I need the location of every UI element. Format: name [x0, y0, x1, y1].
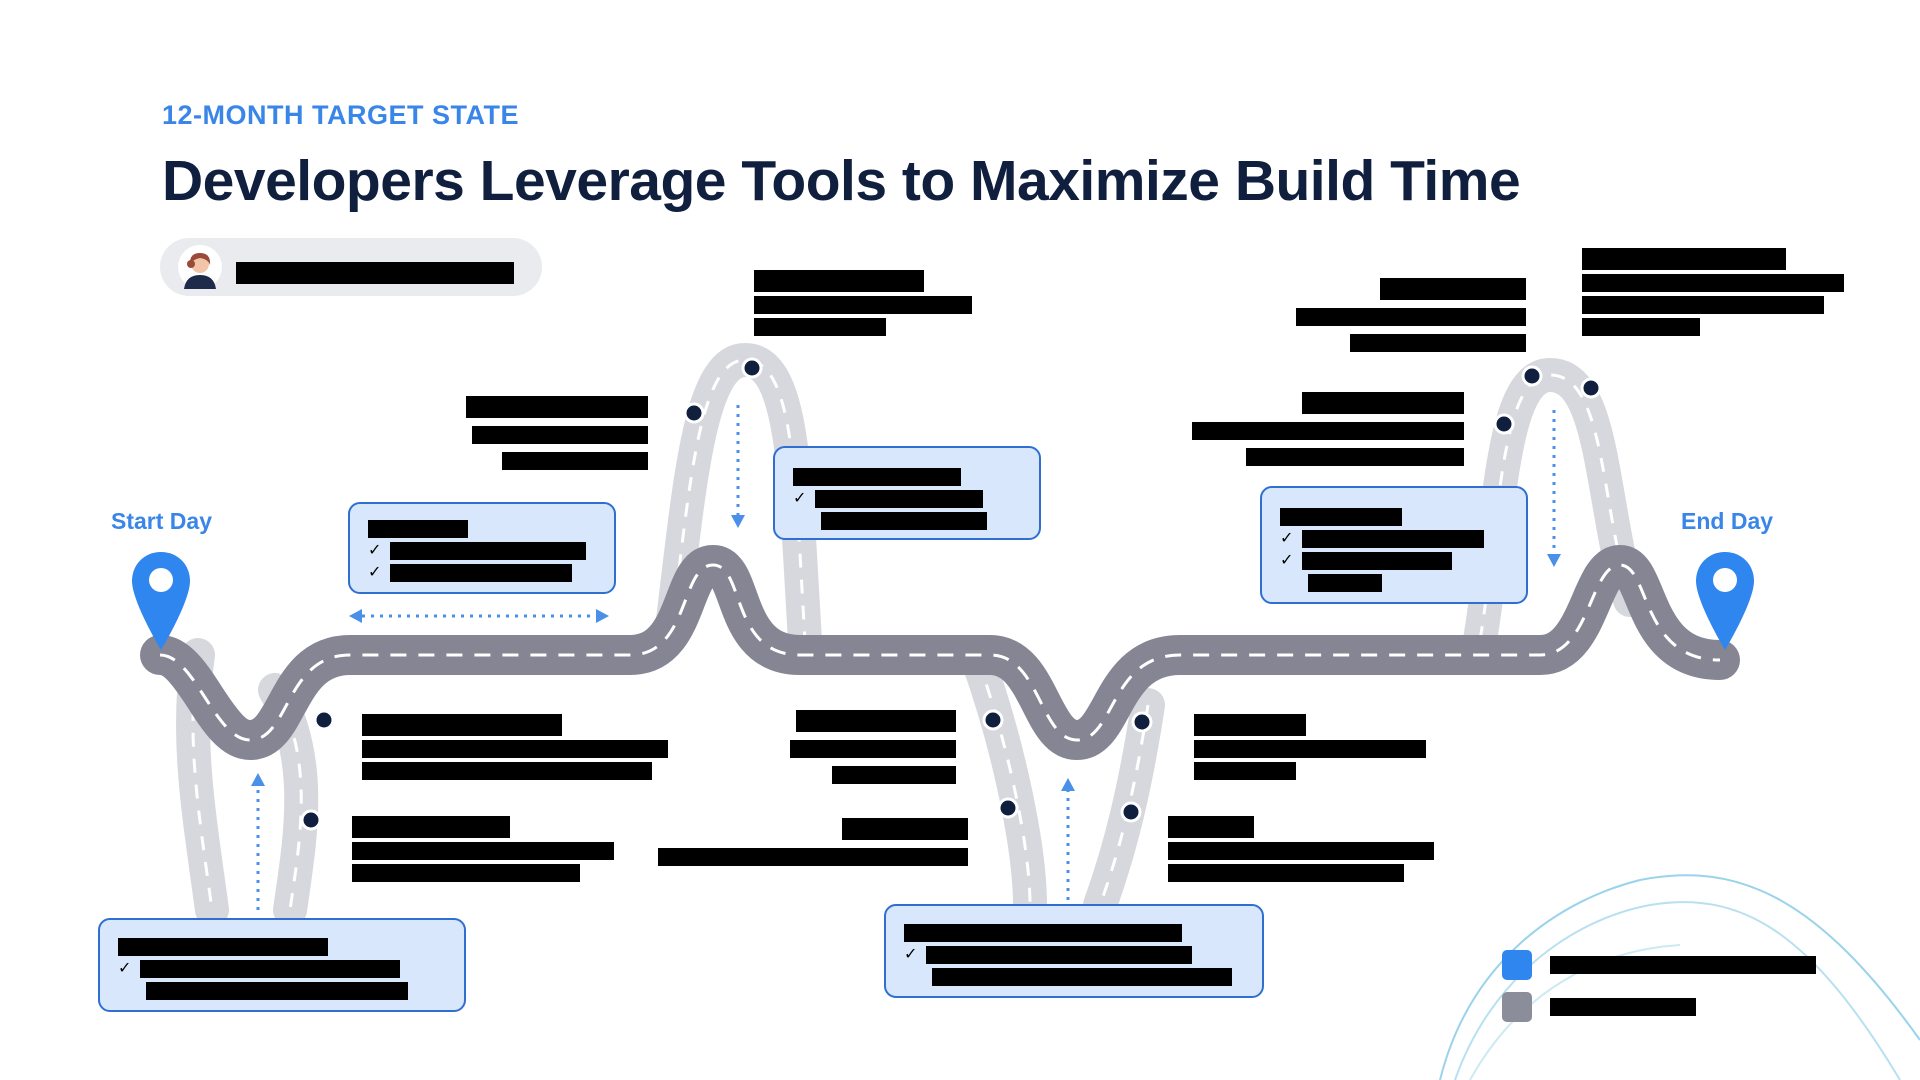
- legend-item-highlighted: [1502, 950, 1816, 980]
- legend-swatch-blue: [1502, 950, 1532, 980]
- callout-box: ✓: [884, 904, 1264, 998]
- check-icon: ✓: [368, 565, 390, 581]
- milestone-label-redacted: [1168, 812, 1434, 886]
- milestone-label-redacted: [658, 814, 968, 870]
- milestone-label-redacted: [754, 266, 972, 340]
- milestone-label-redacted: [462, 392, 648, 474]
- check-icon: ✓: [793, 491, 815, 507]
- check-icon: ✓: [118, 961, 140, 977]
- check-icon: ✓: [1280, 553, 1302, 569]
- callout-box: ✓ ✓: [1260, 486, 1528, 604]
- end-pin-icon: [1694, 550, 1756, 652]
- milestone-label-redacted: [1194, 710, 1426, 784]
- legend-item-baseline: [1502, 992, 1696, 1022]
- legend-swatch-gray: [1502, 992, 1532, 1022]
- callout-box: ✓: [98, 918, 466, 1012]
- start-pin-icon: [130, 550, 192, 652]
- milestone-label-redacted: [1192, 388, 1464, 470]
- start-day-label: Start Day: [111, 508, 212, 535]
- milestone-label-redacted: [790, 706, 956, 788]
- end-day-label: End Day: [1681, 508, 1773, 535]
- check-icon: ✓: [1280, 531, 1302, 547]
- milestone-label-redacted: [362, 710, 668, 784]
- callout-box: ✓ ✓: [348, 502, 616, 594]
- milestone-label-redacted: [352, 812, 614, 886]
- milestone-label-redacted: [1298, 274, 1526, 356]
- milestone-label-redacted: [1582, 244, 1844, 340]
- check-icon: ✓: [904, 947, 926, 963]
- callout-box: ✓: [773, 446, 1041, 540]
- check-icon: ✓: [368, 543, 390, 559]
